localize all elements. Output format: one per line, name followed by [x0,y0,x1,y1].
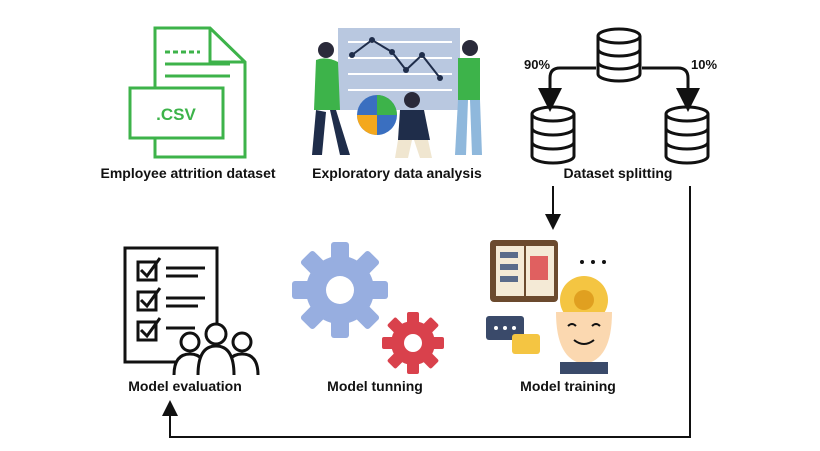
step-label-tunning: Model tunning [327,378,423,394]
red-gear-icon [382,312,444,374]
train-split-percent: 90% [524,57,551,72]
step-label-evaluation: Model evaluation [128,378,242,394]
test-database-icon [664,105,710,165]
train-database-icon [530,105,576,165]
test-split-percent: 10% [691,57,718,72]
source-database-icon [596,27,642,83]
csv-ext-text: .CSV [156,105,196,124]
learning-head-icon [486,240,612,374]
data-analysis-illustration [312,28,482,158]
test-to-evaluation-arrow [162,186,691,438]
step-label-dataset: Employee attrition dataset [100,165,276,181]
gears-icon [292,242,444,374]
database-split-icon [530,27,710,165]
step-label-training: Model training [520,378,616,394]
step-label-eda: Exploratory data analysis [312,165,482,181]
flow-arrows [162,186,691,438]
blue-gear-icon [292,242,388,338]
checklist-team-icon [123,246,260,376]
csv-file-icon: .CSV [128,26,247,159]
step-label-splitting: Dataset splitting [563,165,673,181]
